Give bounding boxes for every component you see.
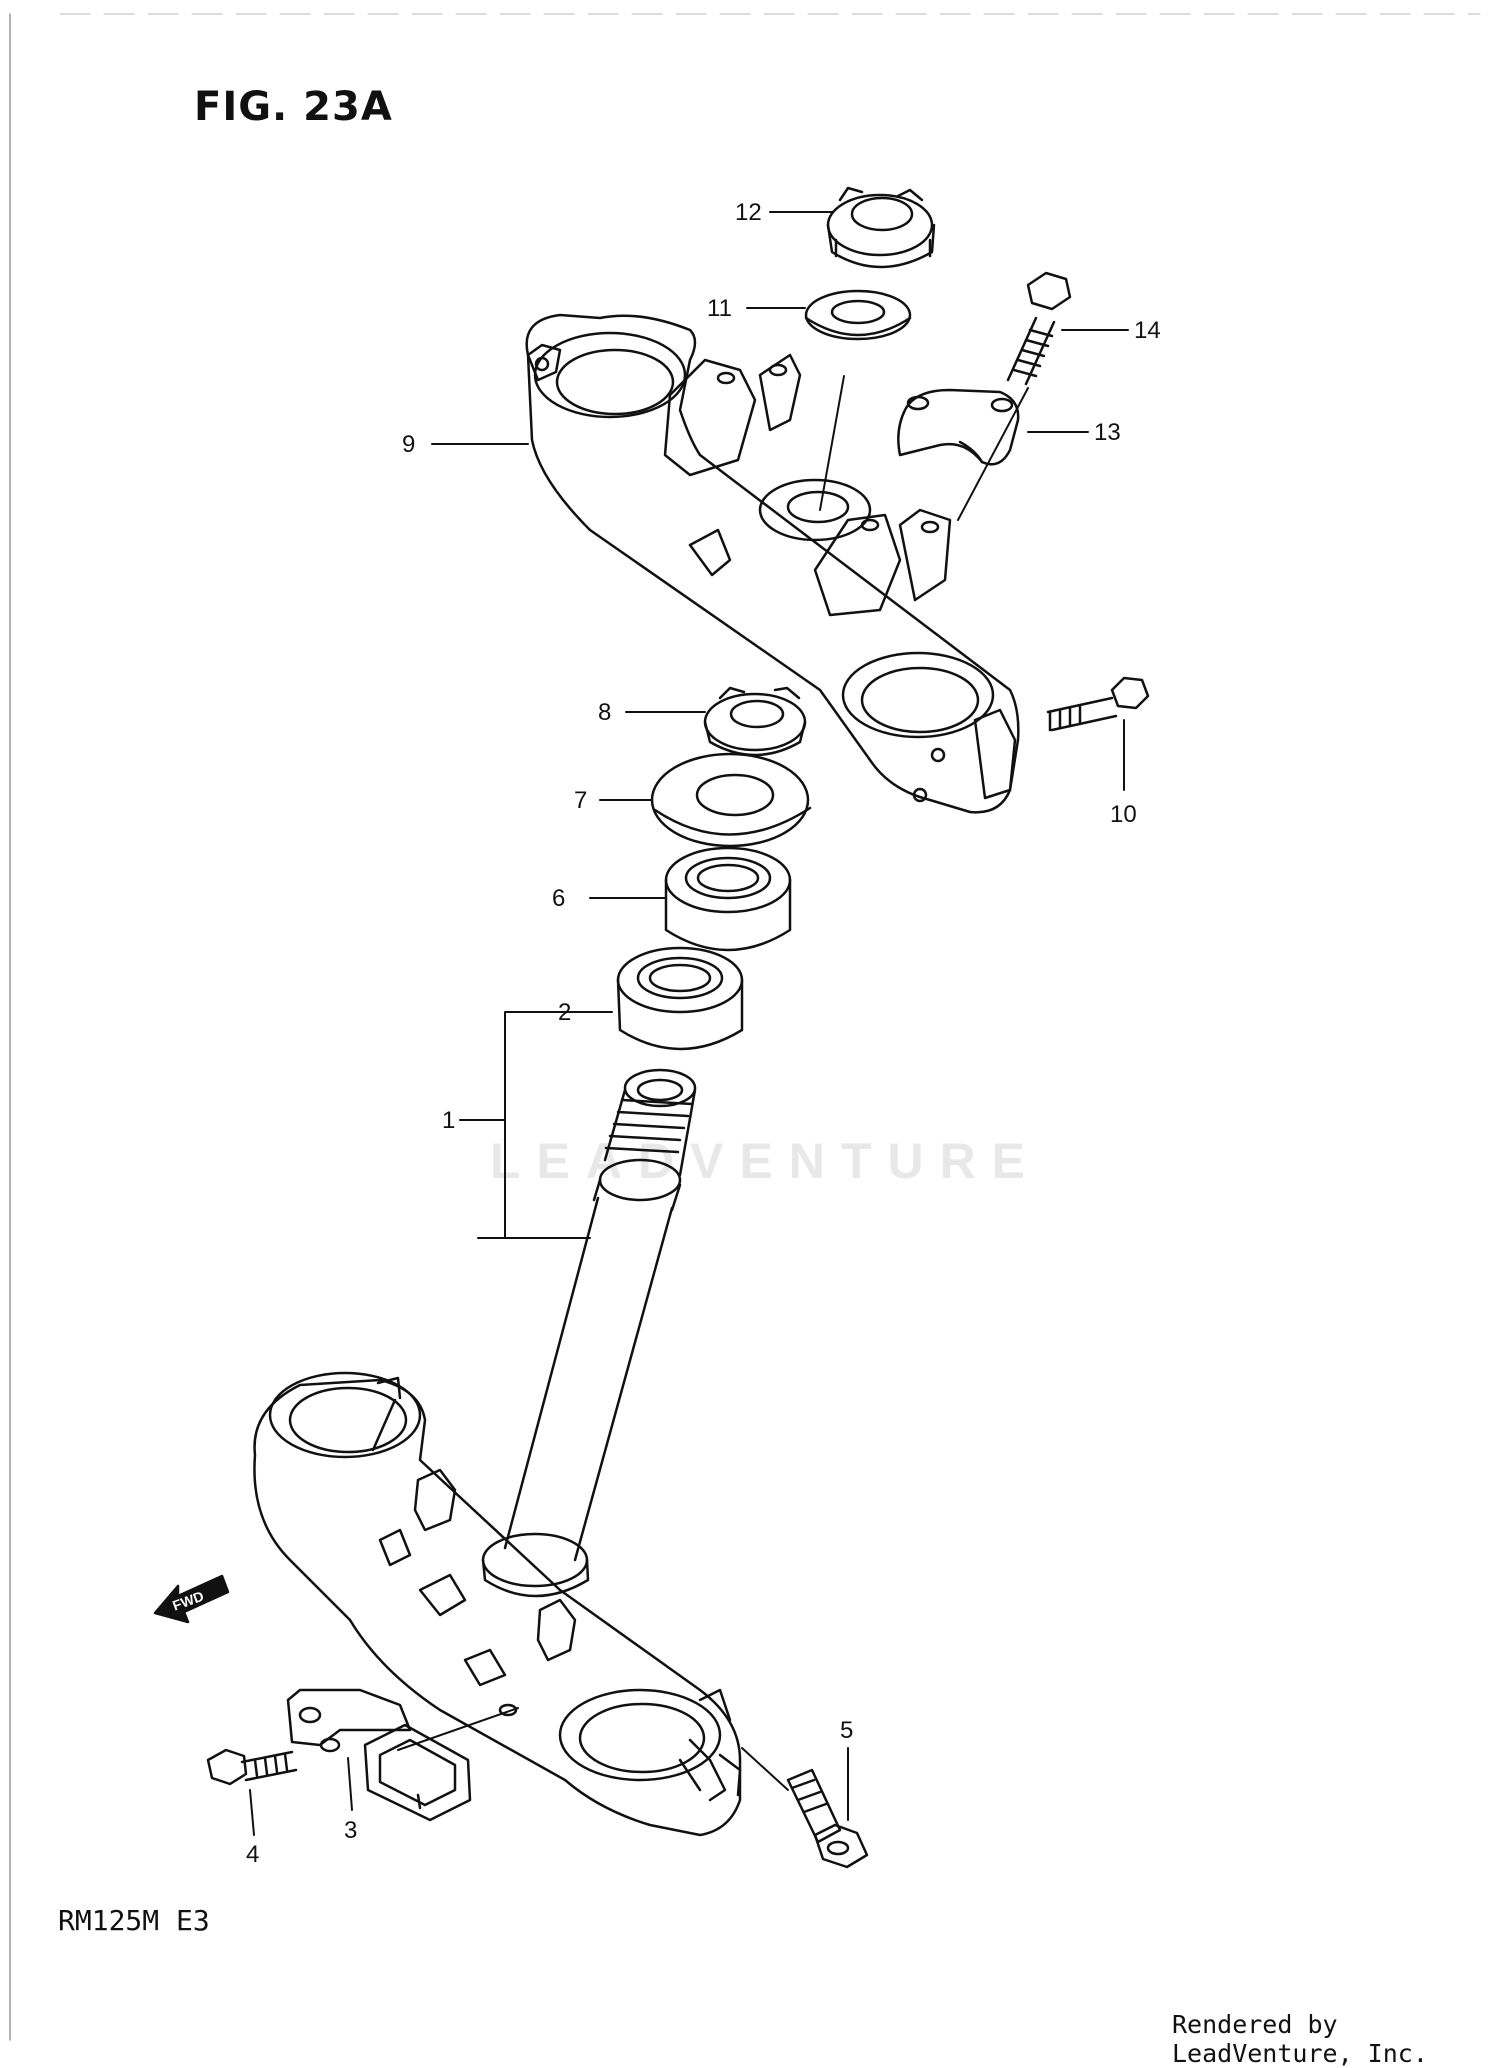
part-14-bolt — [1006, 271, 1072, 386]
callout-3: 3 — [344, 1817, 357, 1844]
part-5-bolt — [786, 1768, 869, 1869]
render-credit: Rendered by LeadVenture, Inc. — [1172, 2010, 1428, 2068]
part-3-cable-guide — [286, 1688, 472, 1822]
part-9-upper-bracket — [525, 313, 1020, 814]
callout-5: 5 — [840, 1717, 853, 1744]
leader-3-axis — [397, 1707, 519, 1751]
callout-7: 7 — [574, 787, 587, 814]
part-2-bearing — [616, 946, 744, 1051]
callout-12: 12 — [735, 199, 762, 226]
callout-4: 4 — [246, 1841, 259, 1868]
leader-lines — [249, 211, 1129, 1836]
callout-2: 2 — [558, 999, 571, 1026]
leader-1-2-bracket — [459, 1011, 613, 1239]
leader-3 — [347, 1757, 353, 1811]
callout-10: 10 — [1110, 801, 1137, 828]
part-8-lock-nut — [703, 686, 807, 757]
part-4-bolt — [206, 1748, 298, 1786]
leader-11-axis — [819, 375, 845, 511]
watermark-text: LEADVENTURE — [490, 1133, 1042, 1189]
part-1-steering-stem — [481, 1068, 697, 1598]
callout-6: 6 — [552, 885, 565, 912]
leader-5-axis — [741, 1747, 789, 1791]
part-7-washer — [650, 752, 812, 848]
part-11-washer — [804, 289, 912, 341]
callout-14: 14 — [1134, 317, 1161, 344]
callout-1: 1 — [442, 1107, 455, 1134]
leader-14-axis — [957, 387, 1029, 521]
part-6-bearing — [664, 846, 792, 952]
callout-9: 9 — [402, 431, 415, 458]
lower-bracket — [253, 1371, 742, 1837]
fwd-arrow-icon — [153, 1574, 230, 1624]
callout-11: 11 — [707, 295, 732, 322]
model-code: RM125M E3 — [58, 1904, 210, 1937]
callout-8: 8 — [598, 699, 611, 726]
part-10-bolt — [1046, 676, 1150, 732]
part-13-handlebar-holder — [897, 388, 1020, 466]
callout-13: 13 — [1094, 419, 1121, 446]
part-12-steering-stem-nut — [826, 186, 936, 269]
figure-title: FIG. 23A — [194, 84, 393, 130]
leader-4 — [249, 1789, 255, 1836]
